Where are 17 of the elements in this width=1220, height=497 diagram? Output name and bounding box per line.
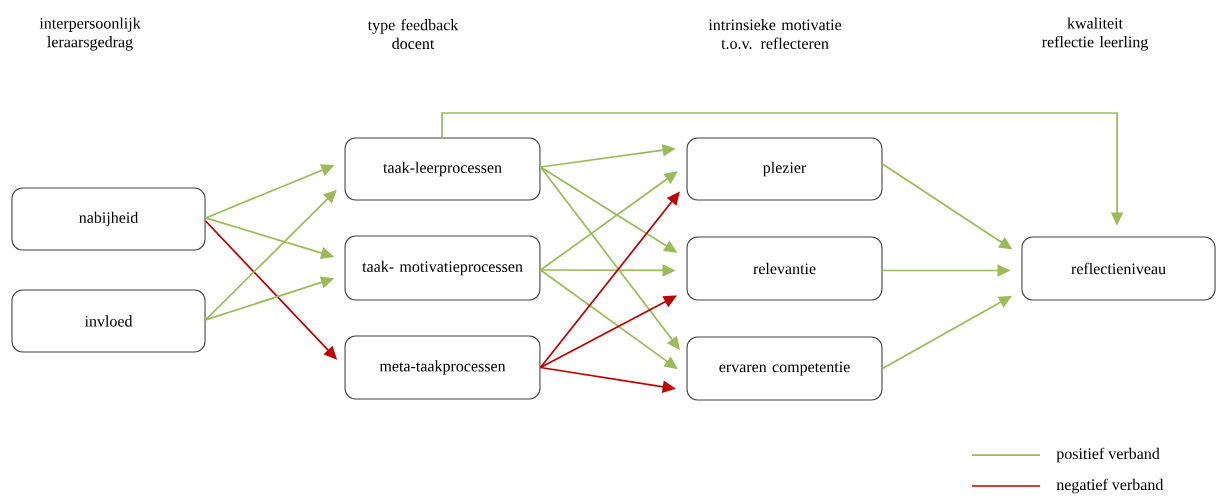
process-box: ervaren competentie xyxy=(686,336,883,401)
process-box: invloed xyxy=(11,289,206,353)
process-box: meta-taakprocessen xyxy=(344,335,541,400)
column-heading: kwaliteit reflectie leerling xyxy=(1042,17,1149,51)
legend-text: positief verband xyxy=(1056,447,1160,463)
process-box: taak- motivatieprocessen xyxy=(344,235,541,301)
column-heading: intrinsieke motivatie t.o.v. reflecteren xyxy=(708,19,842,49)
process-box: relevantie xyxy=(686,236,883,301)
process-box: reflectieniveau xyxy=(1021,236,1216,301)
column-heading: type feedback docent xyxy=(367,18,459,50)
process-box: taak-leerprocessen xyxy=(344,137,541,201)
process-box: nabijheid xyxy=(11,187,206,251)
column-heading: interpersoonlijk leraarsgedrag xyxy=(39,17,141,51)
process-box: plezier xyxy=(686,137,883,201)
arrow xyxy=(539,295,677,369)
legend-text: negatief verband xyxy=(1056,478,1164,494)
arrow xyxy=(539,166,680,350)
